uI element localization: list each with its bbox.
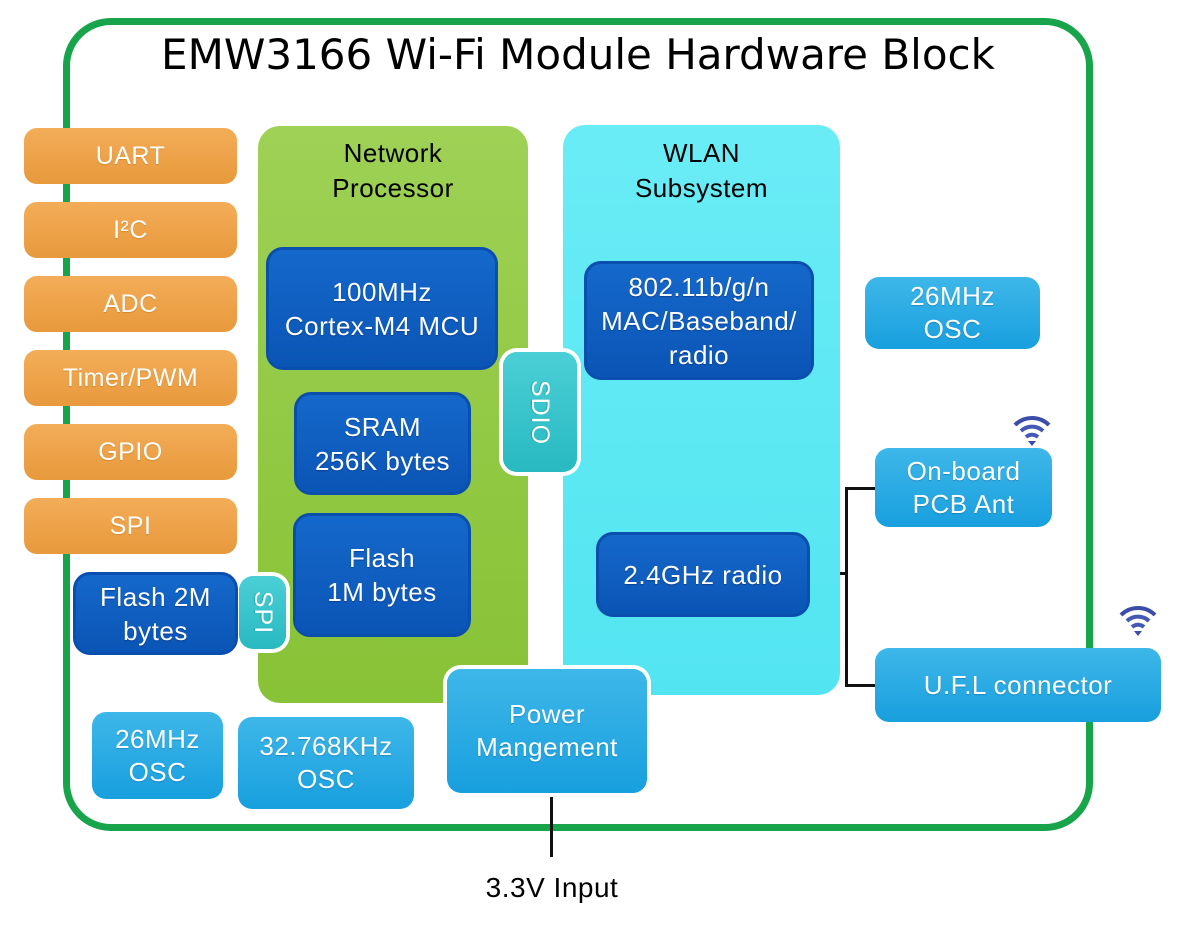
peripheral-spi-label: SPI bbox=[109, 511, 152, 540]
rtc-osc-block: 32.768KHz OSC bbox=[238, 717, 414, 809]
wlan-osc-line2: OSC bbox=[923, 314, 982, 344]
peripheral-timer-pwm-label: Timer/PWM bbox=[62, 363, 199, 392]
mac-line1: 802.11b/g/n bbox=[628, 271, 770, 302]
sdio-bus-label: SDIO bbox=[526, 379, 555, 445]
peripheral-timer-pwm: Timer/PWM bbox=[24, 350, 237, 406]
peripheral-i2c-label: I²C bbox=[113, 215, 148, 244]
mac-baseband-block: 802.11b/g/n MAC/Baseband/ radio bbox=[584, 261, 814, 380]
wlan-subsystem-title-line1: WLAN bbox=[662, 138, 741, 168]
power-management-line2: Mangement bbox=[476, 732, 618, 762]
line-branch-to-pcb-ant bbox=[845, 487, 877, 490]
external-flash-line2: bytes bbox=[123, 615, 188, 646]
mcu-osc-line2: OSC bbox=[128, 756, 187, 787]
sram-line2: 256K bytes bbox=[314, 445, 451, 476]
peripheral-spi: SPI bbox=[24, 498, 237, 554]
wlan-osc-line1: 26MHz bbox=[910, 281, 995, 311]
spi-bus-label: SPI bbox=[248, 590, 277, 635]
power-management-line1: Power bbox=[508, 699, 586, 729]
mcu-line2: Cortex-M4 MCU bbox=[284, 310, 480, 341]
sram-block: SRAM 256K bytes bbox=[294, 392, 471, 495]
mac-line2: MAC/Baseband/ bbox=[601, 305, 797, 336]
pcb-antenna-line2: PCB Ant bbox=[912, 488, 1015, 519]
rtc-osc-line1: 32.768KHz bbox=[259, 731, 393, 761]
wifi-icon-pcb-ant bbox=[1013, 415, 1051, 446]
pcb-antenna-block: On-board PCB Ant bbox=[875, 448, 1052, 527]
ufl-connector-label: U.F.L connector bbox=[923, 669, 1113, 700]
line-branch-to-ufl bbox=[845, 684, 877, 687]
peripheral-adc: ADC bbox=[24, 276, 237, 332]
sdio-bus-tab: SDIO bbox=[503, 352, 577, 472]
network-processor-title-line2: Processor bbox=[332, 173, 454, 203]
network-processor-title-line1: Network bbox=[343, 138, 443, 168]
radio-label: 2.4GHz radio bbox=[623, 559, 783, 590]
internal-flash-line1: Flash bbox=[348, 543, 416, 573]
ufl-connector-block: U.F.L connector bbox=[875, 648, 1161, 722]
peripheral-uart: UART bbox=[24, 128, 237, 184]
peripheral-gpio: GPIO bbox=[24, 424, 237, 480]
peripheral-gpio-label: GPIO bbox=[98, 437, 163, 466]
wlan-subsystem-title: WLAN Subsystem bbox=[563, 136, 840, 206]
external-flash-line1: Flash 2M bbox=[100, 581, 211, 612]
internal-flash-block: Flash 1M bytes bbox=[293, 513, 471, 637]
peripheral-i2c: I²C bbox=[24, 202, 237, 258]
rtc-osc-line2: OSC bbox=[297, 764, 355, 794]
network-processor-title: Network Processor bbox=[258, 136, 528, 206]
wlan-osc-block: 26MHz OSC bbox=[865, 277, 1040, 349]
mcu-osc-block: 26MHz OSC bbox=[92, 712, 223, 799]
mcu-osc-line1: 26MHz bbox=[115, 723, 200, 754]
power-input-label: 3.3V Input bbox=[485, 872, 619, 903]
radio-block: 2.4GHz radio bbox=[596, 532, 810, 617]
wlan-subsystem-title-line2: Subsystem bbox=[634, 173, 769, 203]
mac-line3: radio bbox=[668, 339, 730, 370]
pcb-antenna-line1: On-board bbox=[906, 455, 1021, 486]
diagram-title: EMW3166 Wi-Fi Module Hardware Block bbox=[161, 30, 995, 79]
peripheral-uart-label: UART bbox=[95, 141, 166, 170]
power-management-block: Power Mangement bbox=[447, 669, 647, 793]
wifi-icon-ufl bbox=[1119, 605, 1157, 636]
peripheral-adc-label: ADC bbox=[103, 289, 158, 318]
line-antenna-branch bbox=[845, 487, 848, 687]
line-power-input bbox=[550, 792, 553, 857]
mcu-line1: 100MHz bbox=[332, 276, 432, 307]
spi-bus-tab: SPI bbox=[239, 576, 286, 649]
sram-line1: SRAM bbox=[343, 411, 422, 442]
internal-flash-line2: 1M bytes bbox=[327, 577, 437, 607]
external-flash-block: Flash 2M bytes bbox=[73, 572, 238, 655]
mcu-block: 100MHz Cortex-M4 MCU bbox=[266, 247, 498, 370]
